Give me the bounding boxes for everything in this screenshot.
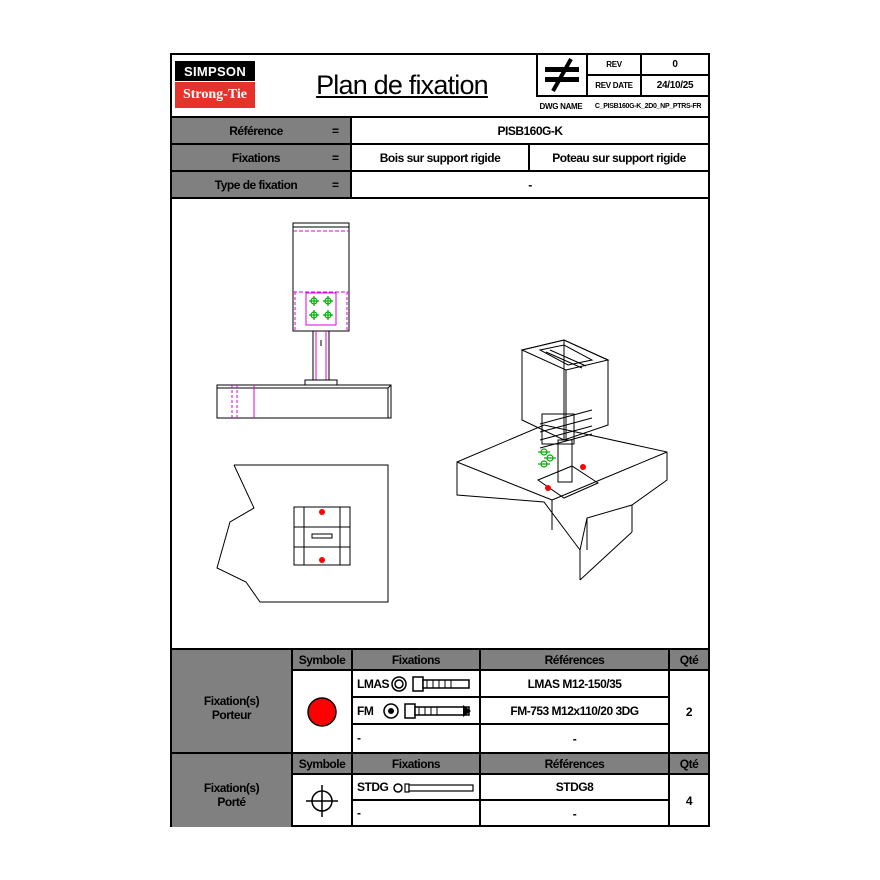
reference-label: Référence — [229, 123, 283, 138]
table1-col-symbole: Symbole — [293, 650, 353, 671]
reference-row: Référence = PISB160G-K — [172, 118, 708, 145]
fixations-porteur-table: Fixation(s) Porteur Symbole Fixations Ré… — [172, 648, 708, 752]
reference-label-cell: Référence = — [172, 118, 352, 143]
green-crosshair-symbol-icon — [306, 785, 338, 817]
table1-symbol-cell — [293, 671, 353, 752]
dwg-name-value: C_PISB160G-K_2D0_NP_PTRS-FR — [594, 103, 702, 110]
title-wrap: Plan de fixation — [272, 61, 532, 109]
table1-row3-reference: - — [481, 725, 670, 752]
red-anchor-symbol-icon — [307, 696, 337, 727]
type-value: - — [528, 177, 532, 192]
table1-col-qte: Qté — [670, 650, 708, 671]
type-label: Type de fixation — [214, 177, 298, 192]
table1-col-fixations: Fixations — [353, 650, 481, 671]
table2-col-fixations: Fixations — [353, 754, 481, 775]
table1-row2-reference: FM-753 M12x110/20 3DG — [481, 698, 670, 725]
table2-row1-reference: STDG8 — [481, 775, 670, 801]
brand-top: SIMPSON — [175, 61, 255, 81]
table2-symbol-cell — [293, 775, 353, 827]
stdg-screws-isometric — [538, 448, 556, 468]
table1-label-line2: Porteur — [211, 708, 252, 722]
equals-sign: = — [332, 123, 339, 138]
table1-col-references: Références — [481, 650, 670, 671]
table2-row1-fixation: STDG — [353, 775, 481, 801]
table2-section-label: Fixation(s) Porté — [172, 754, 293, 827]
fixations-value-2: Poteau sur support rigide — [552, 150, 686, 165]
reference-value: PISB160G-K — [497, 123, 563, 138]
bracket-plate-elevation — [305, 292, 337, 326]
rev-row: REV 0 — [588, 55, 708, 76]
rev-value: 0 — [672, 59, 678, 70]
table2-row2-fixation-label: - — [357, 806, 361, 820]
anchor-dots — [319, 464, 586, 563]
equals-sign: = — [332, 150, 339, 165]
post-elevation — [292, 222, 350, 332]
table1-row1-reference: LMAS M12-150/35 — [481, 671, 670, 698]
equals-sign: = — [332, 177, 339, 192]
fixations-label-cell: Fixations = — [172, 145, 352, 170]
table2-label-line1: Fixation(s) — [203, 780, 260, 795]
rev-label: REV — [588, 55, 642, 74]
fixations-row: Fixations = Bois sur support rigide Pote… — [172, 145, 708, 172]
brand-bottom: Strong-Tie — [175, 82, 255, 108]
not-equal-symbol-box — [536, 55, 588, 97]
stdg-screws-elevation — [309, 296, 333, 320]
table1-label-line1: Fixation(s) — [203, 694, 260, 708]
type-row: Type de fixation = - — [172, 172, 708, 199]
simpson-strongtie-logo: SIMPSON Strong-Tie — [175, 61, 255, 109]
lmas-anchor-icon — [391, 676, 470, 692]
page-title: Plan de fixation — [316, 69, 489, 100]
rev-date-row: REV DATE 24/10/25 — [588, 76, 708, 97]
table1-qty: 2 — [685, 704, 693, 719]
pipe-column — [312, 330, 330, 384]
title-block: SIMPSON Strong-Tie Plan de fixation DWG … — [172, 55, 708, 118]
slab-isometric — [456, 424, 668, 552]
base-plate-isometric — [536, 465, 600, 499]
table1-section-label: Fixation(s) Porteur — [172, 650, 293, 752]
table1-row2-fixation: FM — [353, 698, 481, 725]
fm-anchor-icon — [383, 703, 471, 719]
fixations-value-1: Bois sur support rigide — [352, 145, 530, 170]
slab-elevation — [216, 384, 392, 419]
type-label-cell: Type de fixation = — [172, 172, 352, 197]
table2-row1-fixation-label: STDG — [357, 780, 389, 794]
table2-col-qte: Qté — [670, 754, 708, 775]
not-equal-icon — [545, 58, 579, 92]
fixations-label: Fixations — [231, 150, 281, 165]
table2-row2-fixation: - — [353, 801, 481, 827]
table1-row1-fixation-label: LMAS — [357, 677, 390, 691]
dwg-name-label-cell: DWG NAME — [536, 95, 588, 116]
stdg-screw-icon — [393, 783, 474, 793]
drawing-sheet: SIMPSON Strong-Tie Plan de fixation DWG … — [170, 53, 710, 827]
table2-row2-reference: - — [481, 801, 670, 827]
rev-date-value: 24/10/25 — [656, 80, 694, 91]
table2-col-symbole: Symbole — [293, 754, 353, 775]
table1-row3-fixation-label: - — [357, 731, 361, 745]
technical-drawing — [216, 222, 668, 603]
table2-label-line2: Porté — [217, 794, 246, 809]
dwg-name-label: DWG NAME — [539, 102, 583, 111]
table1-row1-fixation: LMAS — [353, 671, 481, 698]
table1-row2-fixation-label: FM — [357, 704, 374, 718]
slab-plan — [216, 464, 389, 603]
table2-qty: 4 — [685, 794, 693, 808]
rev-date-label: REV DATE — [588, 76, 642, 95]
table2-col-references: Références — [481, 754, 670, 775]
table1-row3-fixation: - — [353, 725, 481, 752]
fixations-porte-table: Fixation(s) Porté Symbole Fixations Réfé… — [172, 752, 708, 827]
plate-plan — [293, 506, 351, 566]
